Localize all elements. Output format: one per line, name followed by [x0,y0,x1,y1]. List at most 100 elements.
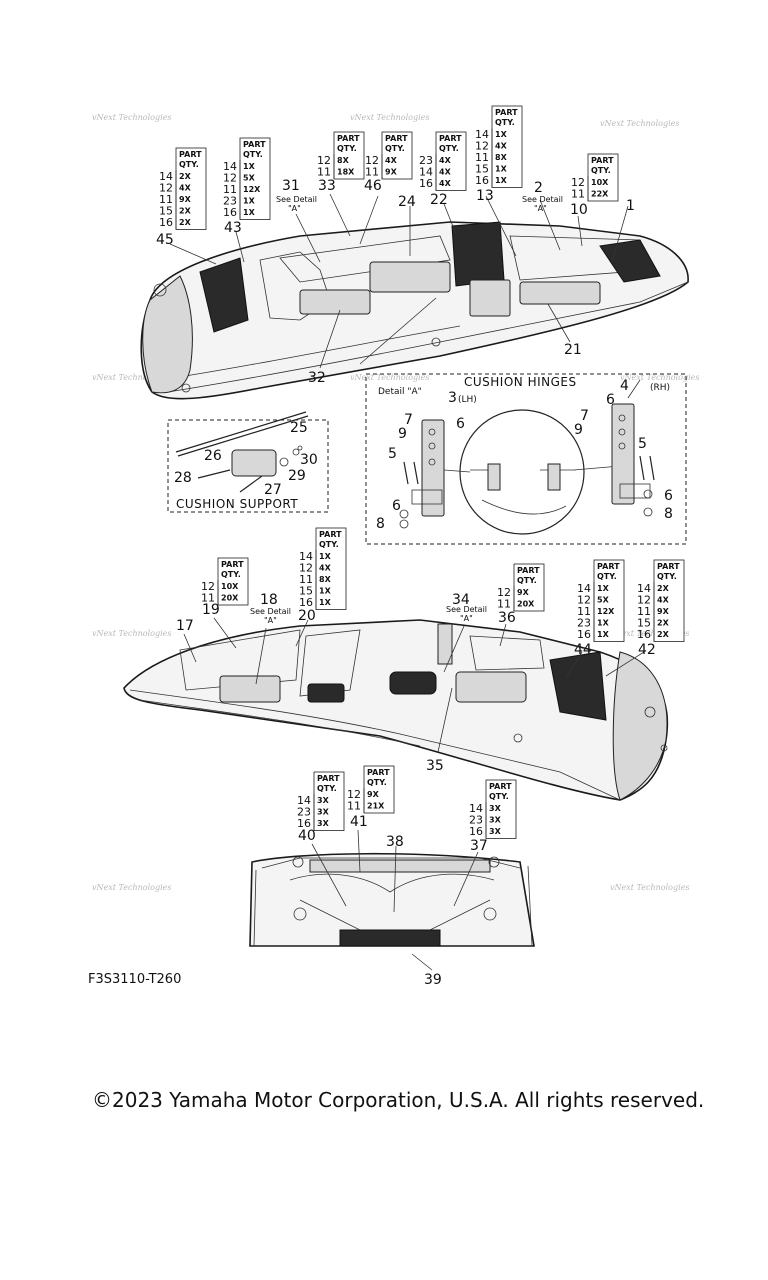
boat-side-view [123,619,669,801]
see-detail-text: "A" [288,204,301,213]
part-number: 11 [637,605,651,618]
qty-header: QTY. [439,144,459,153]
part-number: 11 [223,183,237,196]
part-number: 16 [637,628,651,641]
qty-header: PART [495,108,518,117]
qty-header: PART [243,140,266,149]
detail-a-label: Detail "A" [378,387,422,397]
part-qty: 2X [179,172,192,181]
qty-header: QTY. [597,572,617,581]
part-qty: 4X [439,156,452,165]
part-qty: 4X [179,184,192,193]
cushion-support-label: CUSHION SUPPORT [176,497,298,511]
part-qty: 8X [319,575,332,584]
part-number: 15 [475,163,489,176]
middle-leaders [183,617,645,753]
part-number: 14 [419,166,433,179]
part-number: 12 [159,182,173,195]
callout-1: 1 [626,198,635,214]
part-qty: 5X [597,596,610,605]
qty-header: QTY. [243,150,263,159]
callout-20: 20 [298,608,316,624]
part-qty: 1X [495,176,508,185]
see-detail-labels: See Detail "A" See Detail "A" See Detail… [250,195,563,625]
qty-header: PART [439,134,462,143]
callout-43: 43 [224,220,242,236]
part-qty: 9X [179,195,192,204]
part-number: 14 [299,550,313,563]
callout-5: 5 [388,446,397,462]
see-detail-text: "A" [264,616,277,625]
callout-7: 7 [404,412,413,428]
qty-header: PART [591,156,614,165]
part-qty: 1X [243,197,256,206]
callout-18: 18 [260,592,278,608]
watermark: vNext Technologies [92,629,171,638]
callout-2: 2 [534,180,543,196]
callout-9: 9 [574,422,583,438]
callout-29: 29 [288,468,306,484]
part-qty: 9X [657,607,670,616]
part-number: 12 [571,176,585,189]
qty-header: QTY. [221,570,241,579]
part-number: 16 [297,817,311,830]
part-qty: 1X [319,598,332,607]
part-number: 23 [223,195,237,208]
part-number: 16 [299,596,313,609]
callout-36: 36 [498,610,516,626]
part-number: 12 [201,580,215,593]
part-qty: 2X [657,630,670,639]
qty-header: QTY. [179,160,199,169]
cushion-support-detail: CUSHION SUPPORT [167,411,329,513]
part-qty: 4X [385,156,398,165]
part-number: 11 [299,573,313,586]
part-number: 14 [475,128,489,141]
callout-38: 38 [386,834,404,850]
part-qty: 4X [319,564,332,573]
part-qty: 9X [367,790,380,799]
part-qty: 9X [385,168,398,177]
callout-31: 31 [282,178,300,194]
qty-header: QTY. [317,784,337,793]
qty-header: QTY. [517,576,537,585]
see-detail-text: See Detail [446,605,487,614]
callout-6: 6 [664,488,673,504]
rh-label: (RH) [650,383,670,393]
part-qty: 3X [317,808,330,817]
part-number: 12 [365,154,379,167]
part-number: 11 [347,800,361,813]
callout-9: 9 [398,426,407,442]
callout-6: 6 [606,392,615,408]
top-leaders [169,193,629,369]
part-qty: 21X [367,802,385,811]
qty-header: QTY. [367,778,387,787]
qty-header: PART [657,562,680,571]
part-number: 14 [577,582,591,595]
part-qty: 4X [439,179,452,188]
callout-8: 8 [376,516,385,532]
part-number: 16 [159,216,173,229]
part-number: 23 [469,814,483,827]
callout-30: 30 [300,452,318,468]
callout-37: 37 [470,838,488,854]
see-detail-text: "A" [534,204,547,213]
part-qty: 8X [495,153,508,162]
part-number: 16 [223,206,237,219]
part-number: 12 [223,172,237,185]
part-qty: 1X [495,165,508,174]
callout-44: 44 [574,642,592,658]
callout-28: 28 [174,470,192,486]
part-number: 11 [365,166,379,179]
callout-27: 27 [264,482,282,498]
watermark: vNext Technologies [620,373,699,382]
callout-10: 10 [570,202,588,218]
part-number: 12 [347,788,361,801]
part-qty: 1X [597,630,610,639]
qty-header: PART [319,530,342,539]
callout-8: 8 [664,506,673,522]
part-qty: 5X [243,174,256,183]
